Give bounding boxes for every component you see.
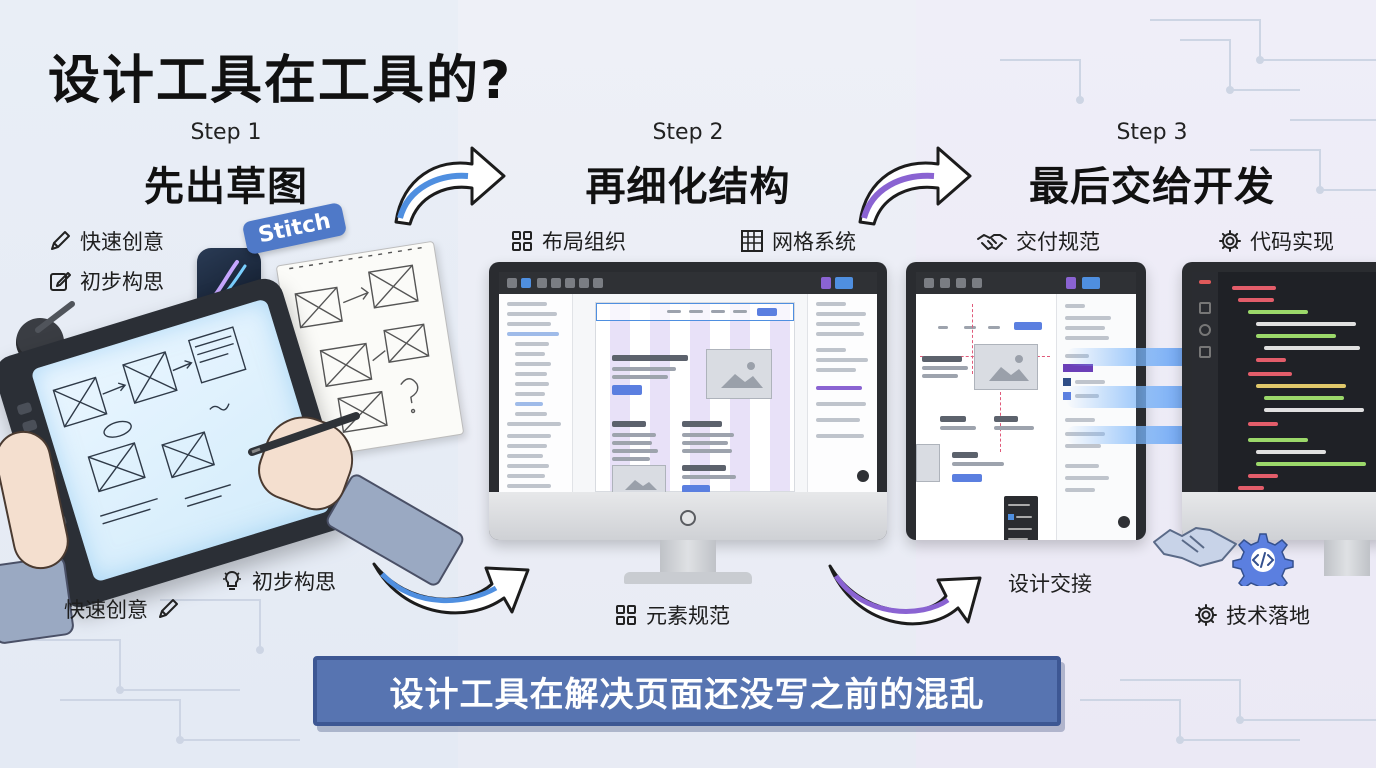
step1-title: 先出草图 [144, 164, 308, 210]
step3-caption-implementation: 技术落地 [1194, 600, 1310, 630]
step3-caption-handoff: 设计交接 [1008, 568, 1092, 598]
design-tool-screen [499, 272, 877, 492]
handoff-screen [916, 272, 1136, 540]
handshake-illustration [1153, 527, 1237, 567]
monitor-chin [489, 492, 887, 540]
gear-icon [1219, 230, 1241, 252]
step3-feature-handoff-label: 交付规范 [1016, 230, 1100, 254]
design-toolbar [499, 272, 877, 294]
monitor-logo [680, 510, 696, 526]
handoff-beam [1066, 426, 1192, 444]
monitor-stand [660, 540, 716, 574]
handoff-beam [1066, 386, 1196, 408]
step2-caption-label: 元素规范 [646, 604, 730, 628]
nav-bar-selected [596, 303, 794, 321]
stylus-pen [248, 412, 360, 456]
code-editor [1192, 272, 1376, 492]
swoosh-arrow-1 [372, 562, 530, 615]
image-placeholder [974, 344, 1038, 390]
step3-feature-handoff: 交付规范 [976, 226, 1100, 256]
step1-feature-concept: 初步构思 [48, 266, 164, 296]
grid-system-icon [741, 230, 763, 252]
tablet-screen [30, 298, 331, 583]
code-tooltip [1004, 496, 1038, 540]
step1-label: Step 1 [190, 120, 262, 145]
step3-feature-code: 代码实现 [1218, 226, 1334, 256]
step2-caption: 元素规范 [614, 600, 730, 630]
step1-annotation-concept: 初步构思 [220, 566, 336, 596]
tablet-button [16, 401, 33, 416]
gear-icon [1195, 604, 1217, 626]
step1-feature-ideas-label: 快速创意 [80, 230, 164, 254]
drawing-tablet [0, 273, 354, 613]
pencil-icon [159, 599, 178, 618]
pen-in-holder [35, 301, 75, 333]
step2-feature-layout: 布局组织 [510, 226, 626, 256]
code-monitor [1182, 262, 1376, 540]
inspect-panel [1056, 294, 1136, 540]
step3-caption-implementation-label: 技术落地 [1226, 604, 1310, 628]
notebook-sketches [289, 246, 430, 433]
code-monitor-stand [1324, 540, 1370, 576]
edit-square-icon [50, 272, 71, 291]
step2-feature-grid-label: 网格系统 [772, 230, 856, 254]
step1-annotation-ideas: 快速创意 [64, 594, 180, 624]
layout-grid-icon [512, 231, 532, 251]
step1-annotation-concept-label: 初步构思 [252, 570, 336, 594]
pencil-icon [51, 231, 70, 250]
step3-title: 最后交给开发 [1029, 164, 1275, 210]
swoosh-arrow-2 [828, 564, 982, 626]
main-title: 设计工具在工具的? [48, 51, 513, 111]
handoff-toolbar [916, 272, 1136, 294]
step1-feature-ideas: 快速创意 [48, 226, 164, 256]
wireframe-sketch [52, 326, 247, 525]
design-tool-monitor [489, 262, 887, 540]
bottom-banner: 设计工具在解决页面还没写之前的混乱 [313, 656, 1061, 726]
step3-label: Step 3 [1116, 120, 1188, 145]
sketch-notebook [275, 240, 465, 460]
handoff-canvas [916, 294, 1056, 540]
step2-feature-grid: 网格系统 [740, 226, 856, 256]
monitor-base [624, 572, 752, 584]
handshake-icon [977, 234, 1007, 250]
step3-caption-handoff-label: 设计交接 [1008, 572, 1092, 596]
elements-grid-icon [616, 605, 636, 625]
handoff-monitor [906, 262, 1146, 540]
flow-arrow-2-to-3 [858, 146, 972, 226]
handoff-beam [1066, 348, 1192, 366]
step1-annotation-ideas-label: 快速创意 [64, 598, 148, 622]
step1-feature-concept-label: 初步构思 [80, 270, 164, 294]
design-canvas [595, 302, 795, 492]
step3-feature-code-label: 代码实现 [1250, 230, 1334, 254]
step2-title: 再细化结构 [585, 164, 791, 210]
lightbulb-icon [223, 570, 241, 590]
step2-feature-layout-label: 布局组织 [542, 230, 626, 254]
properties-panel [807, 294, 877, 492]
image-placeholder [706, 349, 772, 399]
flow-arrow-1-to-2 [394, 146, 506, 226]
step2-label: Step 2 [652, 120, 724, 145]
code-gear-illustration [1232, 533, 1294, 586]
editor-sidebar [1192, 272, 1218, 492]
layers-panel [499, 294, 573, 492]
image-placeholder [612, 465, 666, 492]
